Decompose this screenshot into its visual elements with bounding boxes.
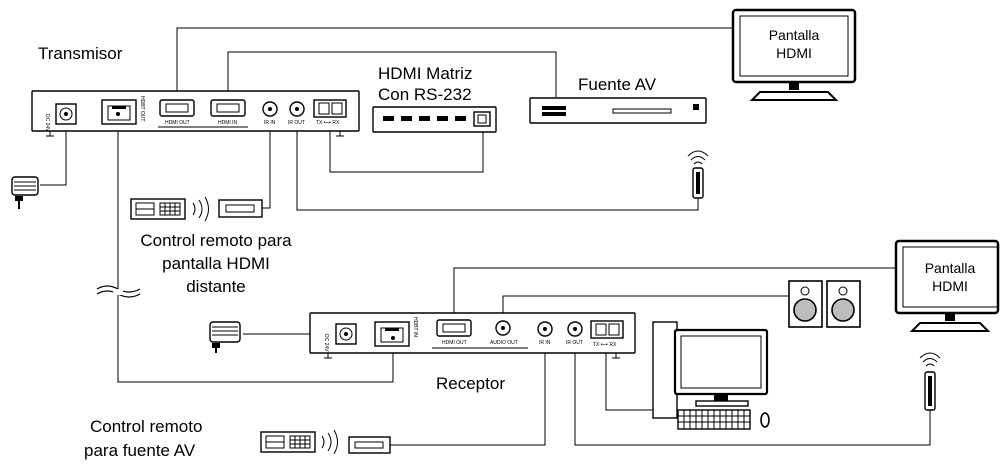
rx-rs232-port — [590, 320, 624, 339]
wire-tx-ir-out — [296, 118, 699, 211]
top-display-label-line1: Pantalla — [769, 27, 820, 43]
receiver-label: Receptor — [436, 374, 505, 393]
matrix-rs232-port — [473, 111, 491, 127]
bottom-ir-receiver-icon — [919, 352, 941, 411]
computer-icon — [652, 321, 769, 419]
remote-source-label-line2: para fuente AV — [84, 441, 196, 460]
hdmi-matrix-device — [372, 106, 497, 133]
wire-rx-ir-in — [390, 336, 546, 446]
av-source-label: Fuente AV — [578, 75, 657, 94]
rx-power-adapter-icon — [209, 321, 241, 353]
rx-hdmi-out-port — [436, 319, 472, 337]
tx-ir-in-label: IR IN — [264, 120, 276, 126]
tx-ir-out-label: IR OUT — [288, 120, 305, 126]
av-source-device — [529, 97, 707, 124]
tx-ir-signal-icon — [192, 196, 209, 222]
bottom-display-label-line1: Pantalla — [925, 260, 976, 276]
receiver-device: DC 24V HDBT IN HDMI OUT AUDIO OUT IR IN … — [309, 312, 636, 359]
tx-hdmi-in-port — [210, 99, 246, 117]
speakers-icon — [788, 280, 861, 328]
rx-ir-in-label: IR IN — [539, 340, 551, 346]
remote-source-label-line1: Control remoto — [90, 417, 202, 436]
tx-rs232-label: TX ⟷ RX — [316, 120, 340, 126]
wire-tx-ir-in — [262, 118, 271, 209]
remote-display-label-line1: Control remoto para — [140, 231, 292, 250]
wire-rx-hdmi-out-to-display — [453, 267, 898, 320]
wire-rx-rs232-to-pc — [605, 338, 660, 411]
top-display-icon — [731, 8, 857, 101]
tx-hdmi-out-label: HDMI OUT — [165, 120, 190, 126]
bottom-display-icon — [894, 239, 1000, 332]
rx-hdmi-out-label: HDMI OUT — [442, 340, 467, 346]
rx-audio-out-label: AUDIO OUT — [490, 340, 518, 346]
mouse-icon — [760, 412, 770, 428]
rx-rs232-label: TX ⟷ RX — [593, 342, 617, 348]
tx-hdbt-label: HDBT OUT — [139, 96, 145, 121]
tx-remote-control-icon — [130, 198, 186, 220]
matrix-label-line2: Con RS-232 — [378, 85, 472, 104]
remote-display-label-line3: distante — [186, 277, 246, 296]
transmitter-device: DC 24V HDBT OUT HDMI OUT HDMI IN IR IN I… — [31, 90, 360, 137]
wire-tx-hdmi-out-to-display — [176, 27, 733, 100]
wire-tx-rs232-to-matrix — [329, 118, 484, 173]
matrix-label-line1: HDMI Matriz — [378, 64, 472, 83]
rx-hdbt-label: HDBT IN — [412, 317, 418, 337]
top-display-label-line2: HDMI — [776, 45, 812, 61]
keyboard-icon — [677, 409, 751, 430]
tx-hdmi-out-port — [159, 99, 195, 117]
tx-rs232-port — [313, 99, 347, 118]
remote-display-label-line2: pantalla HDMI — [162, 254, 270, 273]
wire-rx-audio-out — [502, 295, 788, 320]
rx-dc-label: DC 24V — [323, 334, 329, 352]
wires — [40, 27, 931, 446]
rx-ir-out-label: IR OUT — [566, 340, 583, 346]
wire-rx-ir-out — [574, 336, 931, 446]
tx-hdmi-in-label: HDMI IN — [218, 120, 238, 126]
wire-hdbt-link — [117, 114, 394, 383]
tx-ir-emitter-icon — [218, 199, 263, 218]
rx-ir-emitter-icon — [348, 436, 391, 454]
rx-ir-signal-icon — [321, 429, 338, 455]
cable-break-icon — [96, 285, 141, 298]
tx-power-adapter-icon — [11, 176, 39, 209]
tx-dc-label: DC 24V — [44, 114, 50, 132]
transmitter-label: Transmisor — [38, 44, 123, 63]
wire-tx-hdmi-in-to-source — [227, 51, 557, 100]
bottom-display-label-line2: HDMI — [932, 278, 968, 294]
rx-remote-control-icon — [260, 431, 316, 453]
wire-tx-power — [40, 122, 67, 186]
top-ir-receiver-icon — [687, 150, 709, 199]
